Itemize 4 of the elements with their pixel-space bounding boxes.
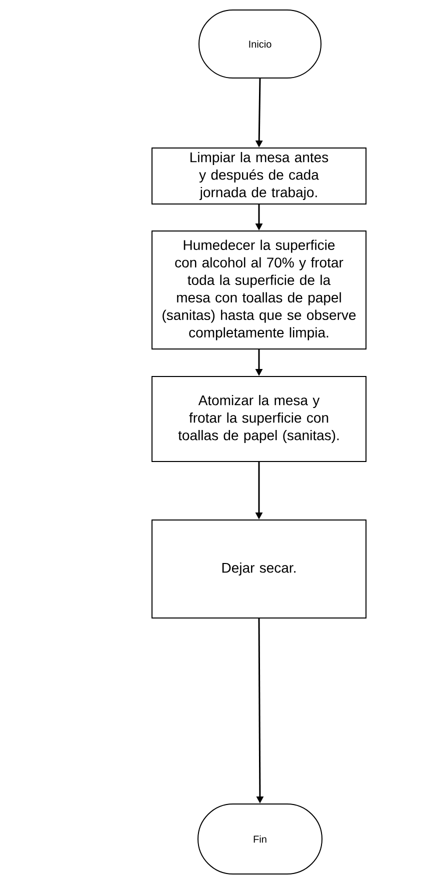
process-box: Dejar secar. xyxy=(152,520,366,618)
process-box: Humedecer la superficie con alcohol al 70% y frotar toda la superficie de la mesa con toallas de papel (sanitas) hasta que se observe completamente limpia. xyxy=(152,230,366,350)
process-box: Limpiar la mesa antes y después de cada jornada de trabajo. xyxy=(152,148,366,204)
process-box: Atomizar la mesa y frotar la superficie con toallas de papel (sanitas). xyxy=(152,376,366,462)
